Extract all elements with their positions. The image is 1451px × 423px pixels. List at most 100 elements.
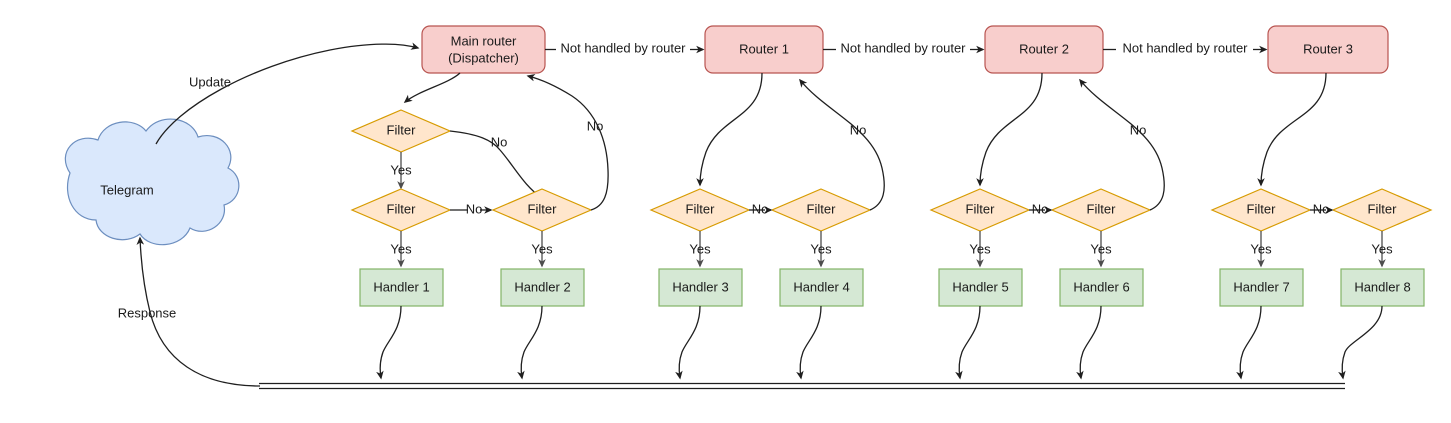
edge-router2-to-filter6 [976,72,1043,187]
edge-label-not-handled-2: Not handled by router [840,40,966,55]
edge-filter3-no-to-mainrouter: No [526,73,609,211]
router-main[interactable]: Main router (Dispatcher) [421,25,546,74]
edge-label-no-main-b: No [466,201,483,216]
edge-label-yes-4: Yes [689,241,711,256]
handler-5[interactable]: Handler 5 [938,268,1023,307]
filter-8-label: Filter [1247,201,1277,216]
edge-label-no-main-a: No [491,134,508,149]
edge-filter7-no-to-router2: No [1079,78,1165,211]
handler-7-label: Handler 7 [1233,279,1289,294]
handler-6[interactable]: Handler 6 [1059,268,1144,307]
filter-7[interactable]: Filter [1050,188,1152,232]
edge-label-yes-3: Yes [531,241,553,256]
edge-handler3-to-bus [675,305,701,380]
edge-filter5-no-to-router1: No [799,78,885,211]
router-3[interactable]: Router 3 [1267,25,1389,74]
edge-filter1-no: No [449,130,544,199]
edge-label-no-r1-a: No [752,201,769,216]
handler-2-label: Handler 2 [514,279,570,294]
edge-label-yes-7: Yes [1090,241,1112,256]
edge-router3-to-filter8 [1257,72,1327,187]
filter-5-label: Filter [807,201,837,216]
handler-6-box [1059,268,1144,307]
cloud-label: Telegram [100,182,153,197]
edge-update: Update [155,42,420,145]
router-1-label: Router 1 [739,41,789,56]
handler-3[interactable]: Handler 3 [658,268,743,307]
edge-handler4-to-bus [796,305,822,380]
filter-6-label: Filter [966,201,996,216]
filter-9-label: Filter [1368,201,1398,216]
handler-8-box [1340,268,1425,307]
edge-filter9-yes: Yes [1371,231,1393,268]
cloud-shape [64,118,240,246]
router-main-label-line2: (Dispatcher) [448,50,519,65]
telegram-cloud[interactable]: Telegram [64,118,240,246]
handler-6-label: Handler 6 [1073,279,1129,294]
handler-4-label: Handler 4 [793,279,849,294]
edge-label-no-main-c: No [587,118,604,133]
edge-label-yes-9: Yes [1371,241,1393,256]
edge-label-no-r2-a: No [1032,201,1049,216]
edge-handler6-to-bus [1076,305,1102,380]
filter-2-label: Filter [387,201,417,216]
filter-3[interactable]: Filter [491,188,593,232]
edge-label-update: Update [189,74,231,89]
handler-5-label: Handler 5 [952,279,1008,294]
edge-filter8-no: No [1310,201,1334,216]
handler-7-box [1219,268,1304,307]
edge-filter5-yes: Yes [810,231,832,268]
handler-8-label: Handler 8 [1354,279,1410,294]
filter-9[interactable]: Filter [1331,188,1433,232]
edge-handler5-to-bus [955,305,981,380]
filter-4-label: Filter [686,201,716,216]
edge-filter8-yes: Yes [1250,231,1272,268]
edge-handler2-to-bus [517,305,543,380]
handler-1-box [359,268,444,307]
router-main-label-line1: Main router [451,33,517,48]
edge-handler7-to-bus [1236,305,1262,380]
router-1[interactable]: Router 1 [704,25,824,74]
edge-mainrouter-to-filter1 [403,72,461,103]
edge-filter6-no: No [1029,201,1053,216]
handler-8[interactable]: Handler 8 [1340,268,1425,307]
edge-filter7-yes: Yes [1090,231,1112,268]
filter-7-label: Filter [1087,201,1117,216]
edge-filter4-yes: Yes [689,231,711,268]
handler-3-box [658,268,743,307]
handler-4[interactable]: Handler 4 [779,268,864,307]
filter-1[interactable]: Filter [350,109,452,153]
edge-label-not-handled-1: Not handled by router [560,40,686,55]
edge-label-response: Response [118,305,177,320]
edge-label-yes-5: Yes [810,241,832,256]
handler-7[interactable]: Handler 7 [1219,268,1304,307]
filter-4[interactable]: Filter [649,188,751,232]
edge-label-no-r2-b: No [1130,122,1147,137]
edge-filter2-yes: Yes [390,231,412,268]
filter-3-label: Filter [528,201,558,216]
edge-label-no-r3-a: No [1313,201,1330,216]
edge-label-yes-6: Yes [969,241,991,256]
filter-5[interactable]: Filter [770,188,872,232]
filter-2[interactable]: Filter [350,188,452,232]
router-3-label: Router 3 [1303,41,1353,56]
edge-filter1-yes: Yes [390,152,412,190]
edge-router2-to-router3: Not handled by router [1103,40,1268,55]
filter-6[interactable]: Filter [929,188,1031,232]
filter-8[interactable]: Filter [1210,188,1312,232]
router-3-box [1267,25,1389,74]
edge-label-yes-2: Yes [390,241,412,256]
edge-label-yes-1: Yes [390,162,412,177]
edge-filter2-no: No [450,201,493,216]
edge-filter4-no: No [749,201,773,216]
handler-1[interactable]: Handler 1 [359,268,444,307]
handler-2[interactable]: Handler 2 [500,268,585,307]
edge-router1-to-filter4 [696,72,763,187]
edge-label-not-handled-3: Not handled by router [1122,40,1248,55]
edge-handler8-to-bus [1338,305,1383,380]
router-2[interactable]: Router 2 [984,25,1104,74]
edge-label-no-r1-b: No [850,122,867,137]
edge-filter3-yes: Yes [531,231,553,268]
